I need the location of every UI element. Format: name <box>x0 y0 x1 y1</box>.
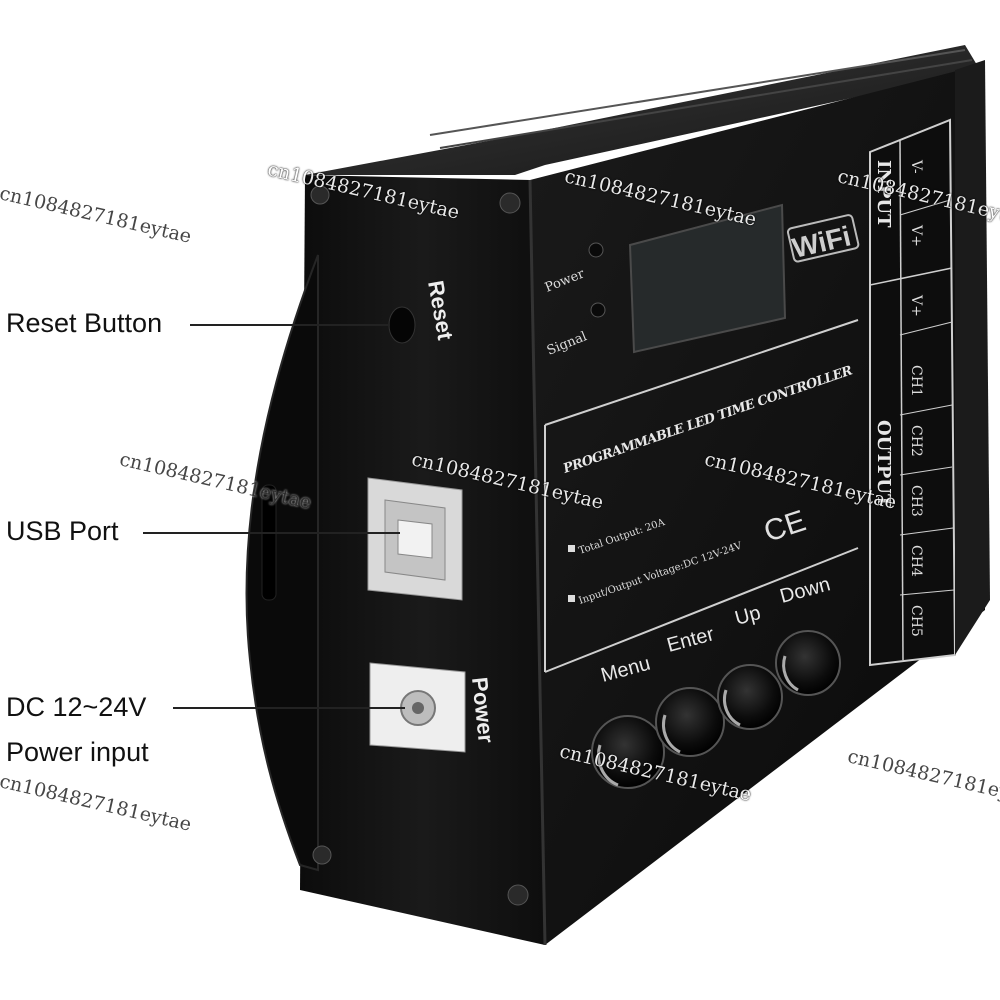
housing-top <box>305 45 980 175</box>
screw-icon <box>312 845 332 865</box>
menu-button[interactable] <box>591 715 665 789</box>
terminal-divider <box>899 321 953 336</box>
screw-icon <box>499 192 521 214</box>
wifi-logo-icon <box>786 214 860 263</box>
bullet-icon <box>568 545 575 552</box>
terminal-divider <box>899 589 955 596</box>
panel-divider <box>544 547 859 673</box>
reset-button-callout: Reset Button <box>6 308 163 338</box>
dc-jack-pin <box>412 702 424 714</box>
terminal-pin-label: V+ <box>908 294 924 317</box>
terminal-divider <box>869 267 953 286</box>
terminal-pin-label: CH1 <box>908 365 924 397</box>
top-groove <box>439 59 973 149</box>
terminal-pin-label: CH2 <box>908 425 924 457</box>
flange-slot <box>261 484 277 601</box>
terminal-pin-label: V+ <box>908 224 924 247</box>
power-callout-line1: DC 12~24V <box>6 692 147 722</box>
usb-port-tongue <box>397 519 433 559</box>
terminal-input-header: INPUT <box>873 160 894 228</box>
lcd-display <box>628 203 787 354</box>
signal-led-indicator <box>590 302 606 318</box>
enter-button[interactable] <box>655 687 725 757</box>
top-groove <box>429 49 966 136</box>
up-button[interactable] <box>717 664 783 730</box>
terminal-pin-label: CH4 <box>908 545 924 577</box>
bullet-icon <box>568 595 575 602</box>
terminal-output-header: OUTPUT <box>873 420 894 508</box>
housing-rear-edge <box>955 60 990 655</box>
terminal-pin-label: V- <box>908 159 924 174</box>
terminal-pin-label: CH3 <box>908 485 924 517</box>
usb-port-callout: USB Port <box>6 516 119 546</box>
panel-divider <box>544 319 859 426</box>
power-callout-line2: Power input <box>6 737 149 767</box>
screw-icon <box>310 185 330 205</box>
housing-flange <box>245 254 319 872</box>
terminal-divider <box>899 199 951 216</box>
screw-icon <box>507 884 529 906</box>
down-button[interactable] <box>775 630 841 696</box>
power-led-indicator <box>588 242 604 258</box>
terminal-divider <box>899 139 904 661</box>
terminal-divider <box>899 466 953 476</box>
terminal-divider <box>899 404 953 416</box>
terminal-divider <box>899 527 954 536</box>
reset-button[interactable] <box>388 306 416 344</box>
housing-edge <box>528 179 547 946</box>
terminal-pin-label: CH5 <box>908 605 924 637</box>
